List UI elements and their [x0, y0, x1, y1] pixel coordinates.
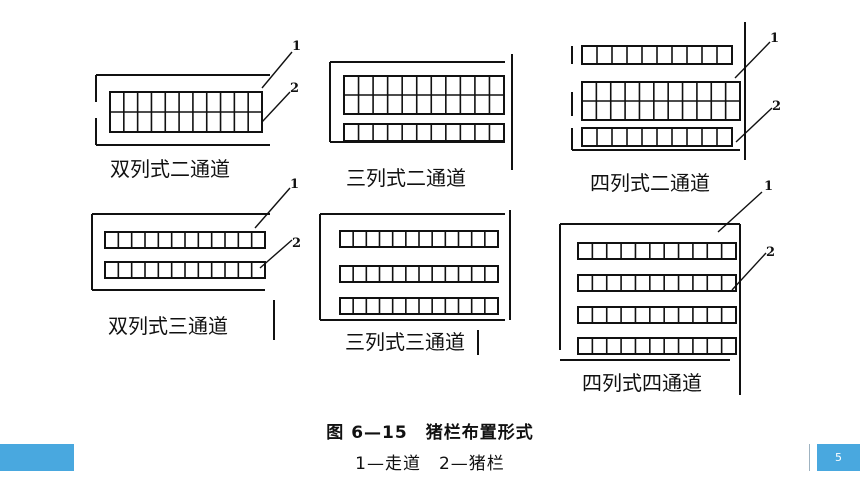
figure-title: 图 6—15 猪栏布置形式 [326, 423, 534, 443]
callout-aisle: 1 [292, 39, 301, 54]
layout-panel-p1: 1 2 双列式二通道 [95, 39, 301, 181]
callout-aisle: 1 [770, 31, 779, 46]
layout-panel-p2: 三列式二通道 [329, 54, 513, 190]
panel-label: 双列式三通道 [108, 314, 228, 338]
callout-leader [261, 51, 293, 89]
pen-row [577, 274, 737, 292]
callout-leader [734, 41, 771, 79]
callout-leader [259, 239, 293, 269]
panel-label: 三列式二通道 [346, 166, 466, 190]
callout-leader [261, 91, 291, 123]
callout-leader [717, 191, 763, 233]
page-number-badge: 5 [817, 444, 860, 471]
accent-bar [0, 444, 74, 471]
layout-panel-p6: 1 2 四列式四通道 [559, 179, 775, 395]
pen-row [577, 242, 737, 260]
callout-pen: 2 [290, 81, 299, 96]
callout-pen: 2 [772, 99, 781, 114]
layout-panel-p4: 1 2 双列式三通道 [91, 177, 301, 340]
panel-label: 双列式二通道 [110, 157, 230, 181]
callout-pen: 2 [292, 236, 301, 251]
pen-row [577, 337, 737, 355]
panel-label: 三列式三通道 [345, 330, 465, 354]
panel-label: 四列式二通道 [590, 171, 710, 195]
pen-row [577, 306, 737, 324]
callout-leader [254, 187, 291, 229]
callout-pen: 2 [766, 245, 775, 260]
badge-divider [809, 444, 810, 471]
panel-label: 四列式四通道 [582, 371, 702, 395]
callout-leader [735, 107, 773, 143]
layout-panel-p3: 1 2 四列式二通道 [571, 22, 781, 195]
callout-aisle: 1 [290, 177, 299, 192]
layout-panel-p5: 三列式三通道 [319, 210, 511, 355]
callout-aisle: 1 [764, 179, 773, 194]
pen-row [343, 123, 505, 142]
callout-leader [731, 252, 767, 291]
figure-legend: 1—走道 2—猪栏 [355, 454, 505, 474]
